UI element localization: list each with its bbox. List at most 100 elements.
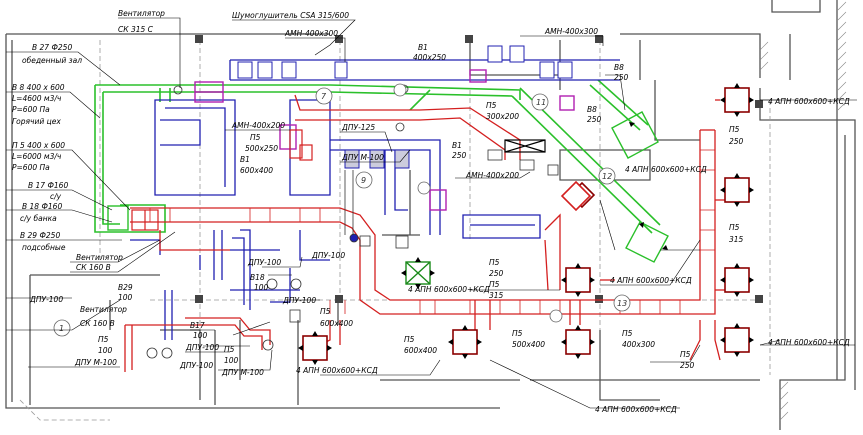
diffuser-label: ДПУ М-100 [341,153,384,162]
system-flow: L=4600 м3/ч [12,94,62,103]
duct-label: П5 [680,350,691,359]
building-walls [5,0,856,430]
duct-size: 100 [224,356,239,365]
supply-section-marks [149,149,715,314]
leader-lines [6,17,857,409]
drawing-labels: Вентилятор СК 315 С Шумоглушитель CSA 31… [12,9,850,414]
duct-size: 500х400 [512,340,545,349]
room-number: 13 [617,299,627,308]
diffuser-label: 4 АПН 600х600+КСД [768,338,850,347]
diffuser-label: ДПУ-100 [179,361,213,370]
duct-size: 100 [98,346,113,355]
room-number: 11 [536,98,546,107]
system-label: В 29 Ф250 [20,231,60,240]
room-number: 1 [59,324,64,333]
diffuser-label: ДПУ М-100 [74,358,117,367]
duct-label: П5 [489,258,500,267]
duct-label: П5 [404,335,415,344]
diffuser-label: 4 АПН 600х600+КСД [296,366,378,375]
duct-size: 315 [729,235,744,244]
duct-label: В17 [190,321,205,330]
duct-size: 100 [254,283,269,292]
duct-size: 100 [193,331,208,340]
fan-model: СК 315 С [118,25,154,34]
duct-label: П5 [320,307,331,316]
duct-label: П5 [729,125,740,134]
supply-ducts [124,94,730,372]
columns [195,35,763,303]
supply-equipment [131,129,546,231]
fan-label: Вентилятор [80,305,127,314]
duct-size: 250 [489,269,504,278]
duct-label: П5 [250,133,261,142]
room-numbers: 1 7 9 11 12 13 [59,92,627,333]
duct-label: П5 [512,329,523,338]
room-number: 7 [321,92,327,101]
silencer-units [194,69,575,211]
duct-size: 250 [452,151,467,160]
fan-model: СК 160 В [80,319,115,328]
duct-size: 600х400 [240,166,273,175]
duct-size: 400х250 [413,53,446,62]
duct-label: П5 [622,329,633,338]
diffuser-label: 4 АПН 600х600+КСД [625,165,707,174]
system-label: В 8 400 х 600 [12,83,65,92]
room-number: 12 [602,172,612,181]
diffuser-label: 4 АПН 600х600+КСД [408,285,490,294]
wall-hatch [759,1,847,421]
diffuser-label: ДПУ-100 [185,343,219,352]
system-label: В 17 Ф160 [28,181,68,190]
diffuser-label: ДПУ-125 [341,123,375,132]
damper-label: АМН-400х200 [465,171,519,180]
diffuser-label: 4 АПН 600х600+КСД [610,276,692,285]
system-pressure: P=600 Па [12,163,50,172]
exhaust-grilles [237,45,573,169]
system-label: В 18 Ф160 [22,202,62,211]
duct-size: 600х400 [404,346,437,355]
duct-label: П5 [224,345,235,354]
fan-model: СК 160 В [76,263,111,272]
duct-size: 250 [587,115,602,124]
duct-size: 500х250 [245,144,278,153]
damper-label: АМН-400х200 [231,121,285,130]
duct-label: П5 [98,335,109,344]
room-number: 9 [361,176,366,185]
duct-label: П5 [486,101,497,110]
duct-label: В1 [418,43,428,52]
fan-label: Вентилятор [76,253,123,262]
duct-label: В18 [250,273,265,282]
duct-label: П5 [729,223,740,232]
duct-label: В1 [452,141,462,150]
duct-size: 315 [489,291,504,300]
room-markers [53,83,631,337]
diffuser-label: ДПУ-100 [282,296,316,305]
duct-size: 250 [729,137,744,146]
diamond-diffuser [560,180,592,212]
diffuser-label: ДПУ М-100 [221,368,264,377]
system-desc: с/у банка [20,214,57,223]
system-flow: L=6000 м3/ч [12,152,62,161]
damper-label: АМН-400х300 [544,27,598,36]
diffuser-label: ДПУ-100 [29,295,63,304]
duct-size: 400х300 [622,340,655,349]
system-label: П 5 400 х 600 [12,141,65,150]
duct-size: 250 [614,73,629,82]
system-desc: обеденный зал [22,56,82,65]
damper-label: АМН-400х300 [284,29,338,38]
duct-label: П5 [489,280,500,289]
duct-size: 250 [680,361,695,370]
exhaust-ducts [130,59,620,340]
duct-label: В8 [587,105,597,114]
diffuser-label: ДПУ-100 [247,258,281,267]
duct-size: 100 [118,293,133,302]
silencer-label: Шумоглушитель CSA 315/600 [232,11,349,20]
diffuser-label: 4 АПН 600х600+КСД [768,97,850,106]
system-desc: с/у [50,192,62,201]
fan-label: Вентилятор [118,9,165,18]
duct-size: 600х400 [320,319,353,328]
system-desc: подсобные [22,243,66,252]
system-label: В 27 Ф250 [32,43,72,52]
system-pressure: P=600 Па [12,105,50,114]
